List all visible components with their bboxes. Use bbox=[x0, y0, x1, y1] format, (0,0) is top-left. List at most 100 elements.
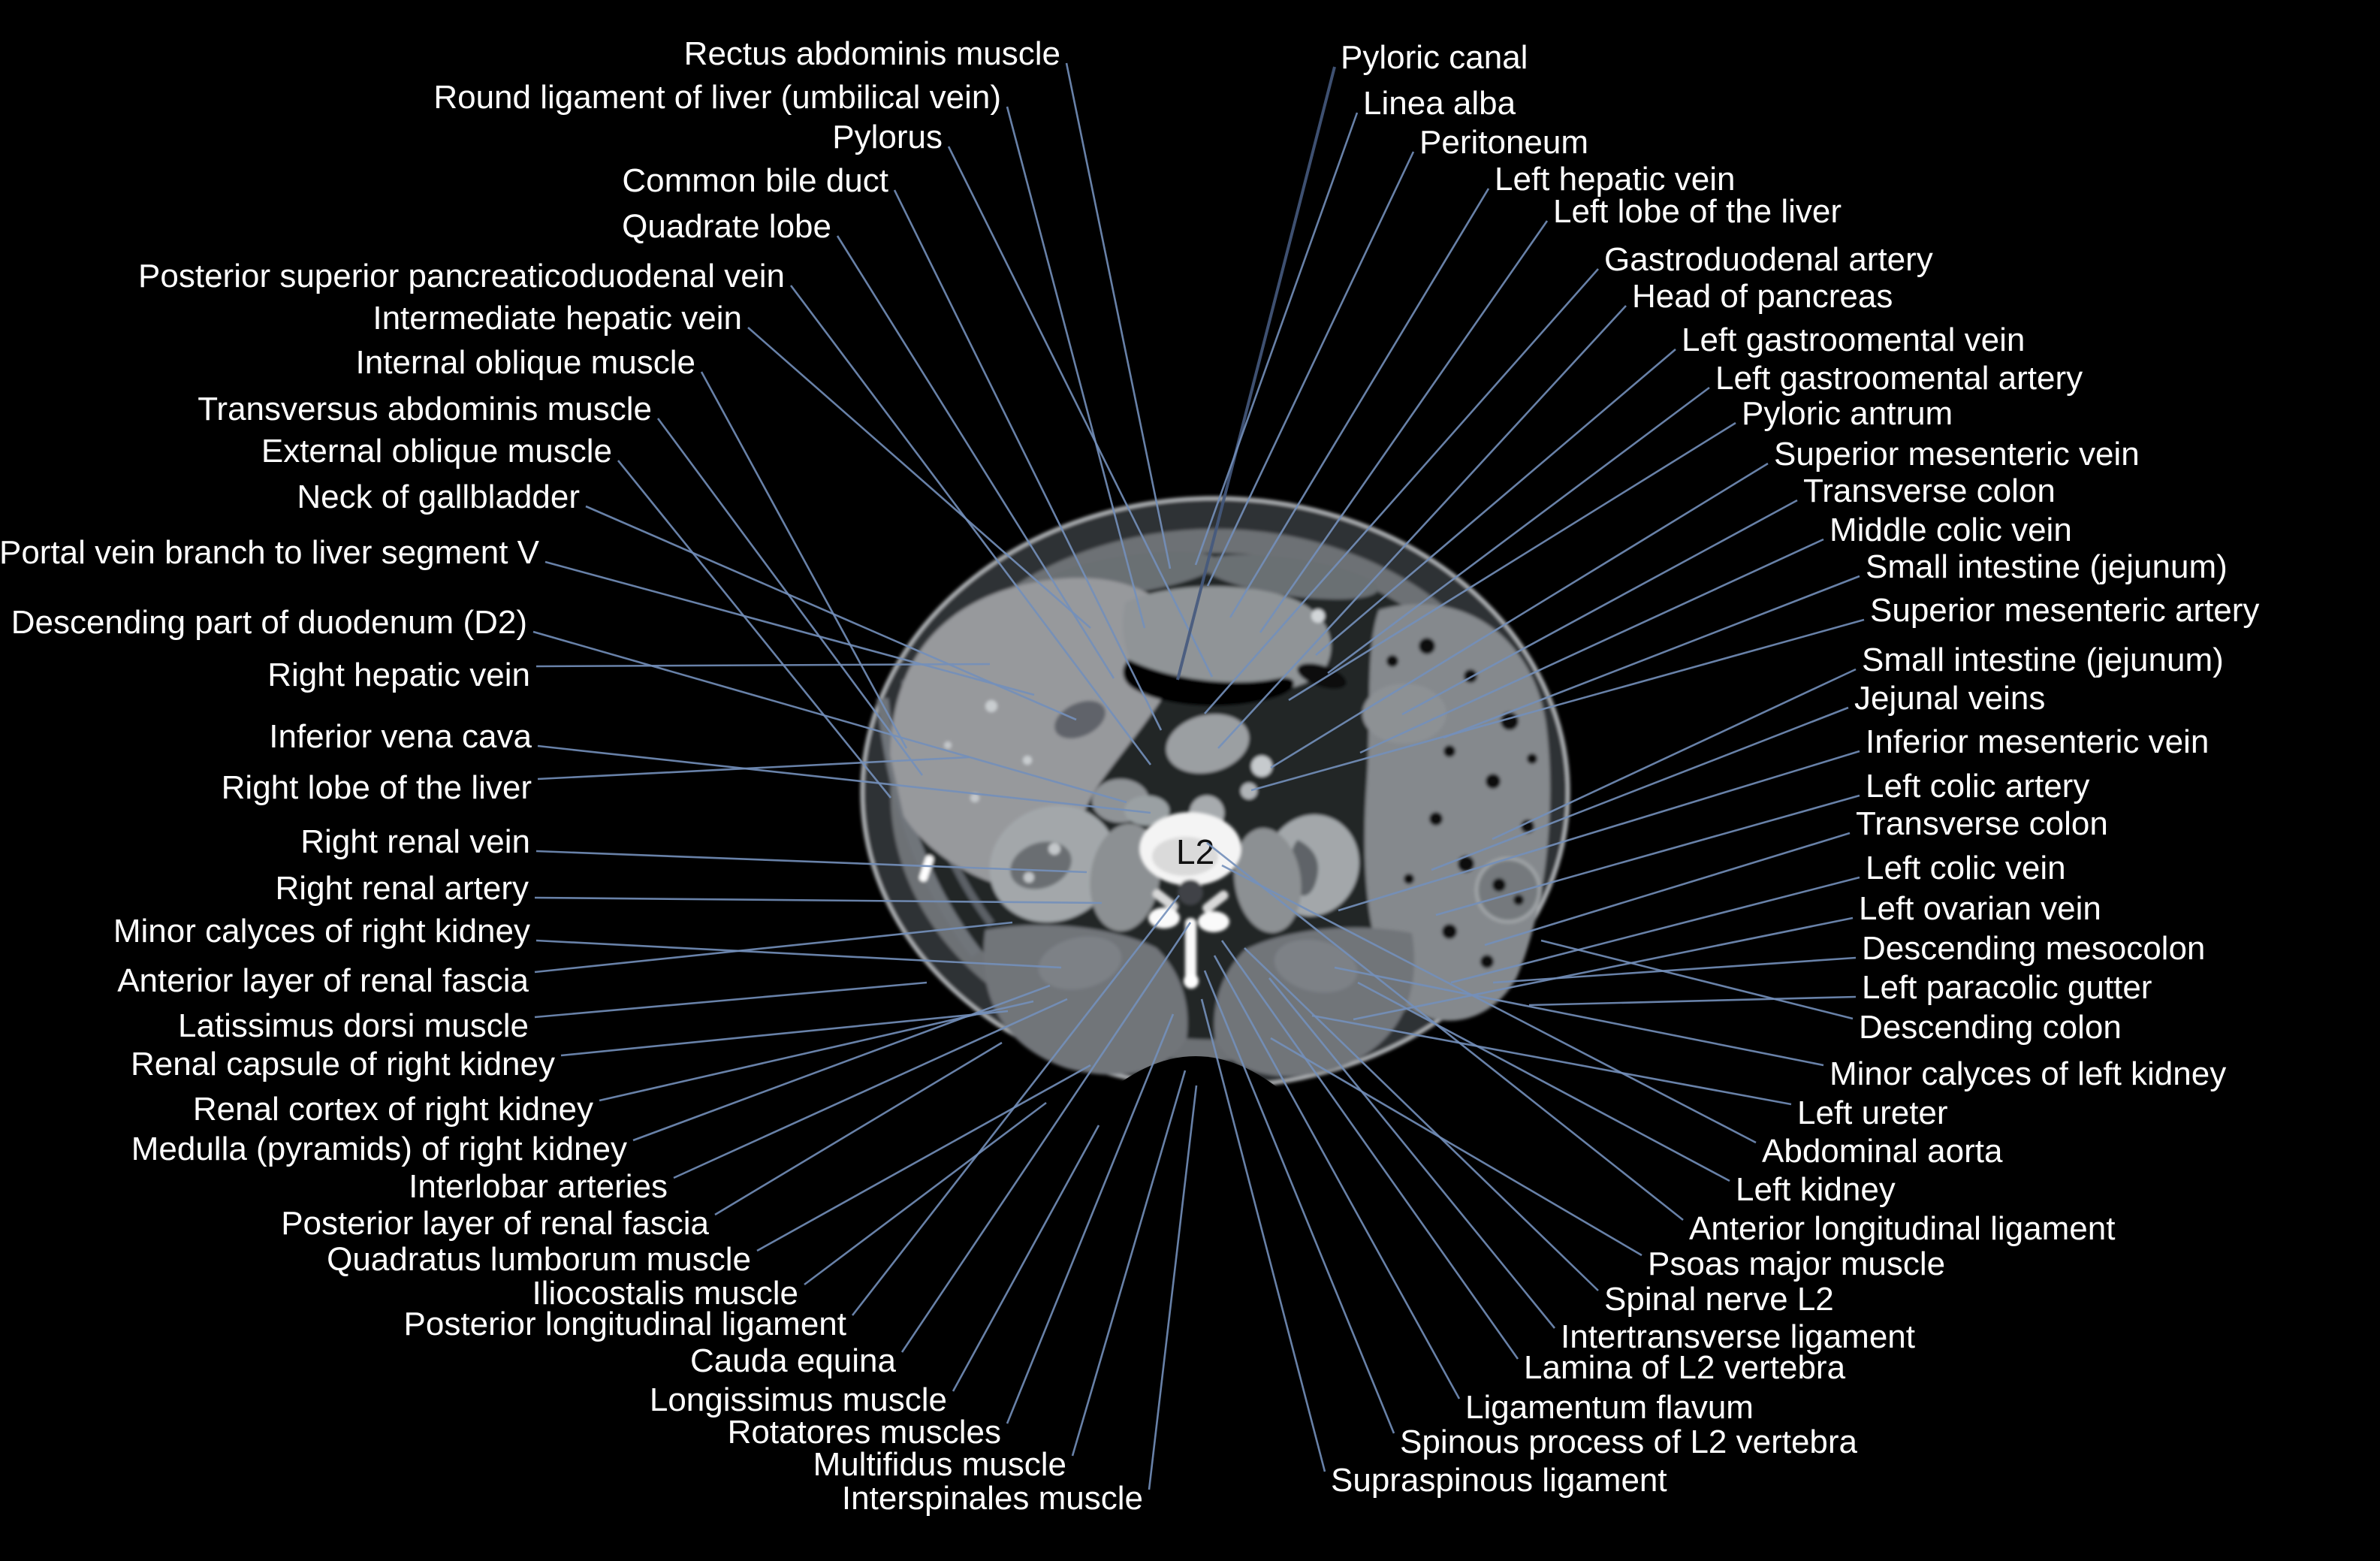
label-intermediate-hepatic-vein: Intermediate hepatic vein bbox=[373, 300, 742, 337]
leader-line bbox=[1206, 151, 1415, 587]
label-cauda-equina: Cauda equina bbox=[689, 1342, 896, 1379]
label-interlobar-arteries: Interlobar arteries bbox=[409, 1168, 668, 1205]
leader-line bbox=[1006, 1013, 1175, 1424]
label-descending-part-of-duodenum-d2: Descending part of duodenum (D2) bbox=[11, 604, 527, 641]
vertebra-l2-label: L2 bbox=[1176, 832, 1214, 871]
leader-line bbox=[900, 922, 1192, 1353]
leader-line bbox=[534, 921, 1013, 974]
leader-line bbox=[1270, 462, 1769, 769]
bottom-contour-dip bbox=[1103, 1056, 1289, 1110]
label-transverse-colon: Transverse colon bbox=[1856, 805, 2108, 842]
leader-line bbox=[537, 756, 970, 780]
leader-line bbox=[804, 1101, 1047, 1286]
label-round-ligament-of-liver-umbilical-vein: Round ligament of liver (umbilical vein) bbox=[433, 79, 1001, 116]
label-right-renal-artery: Right renal artery bbox=[275, 870, 529, 907]
leader-lines bbox=[532, 62, 1865, 1490]
label-pyloric-antrum: Pyloric antrum bbox=[1742, 395, 1953, 432]
leader-line bbox=[560, 1010, 1009, 1057]
bowel-gas-speckles bbox=[1386, 638, 1537, 968]
label-left-gastroomental-artery: Left gastroomental artery bbox=[1715, 360, 2083, 397]
label-renal-capsule-of-right-kidney: Renal capsule of right kidney bbox=[131, 1046, 555, 1082]
leader-line bbox=[1484, 832, 1851, 947]
label-minor-calyces-of-right-kidney: Minor calyces of right kidney bbox=[113, 913, 530, 950]
leader-line bbox=[789, 285, 1152, 765]
label-pylorus: Pylorus bbox=[832, 119, 943, 155]
label-jejunal-veins: Jejunal veins bbox=[1854, 680, 2046, 717]
rectus-abdominis-right bbox=[1202, 554, 1378, 599]
leader-line bbox=[952, 1125, 1100, 1392]
label-pyloric-canal: Pyloric canal bbox=[1341, 39, 1528, 76]
label-common-bile-duct: Common bile duct bbox=[622, 162, 888, 199]
label-left-kidney: Left kidney bbox=[1736, 1171, 1896, 1208]
label-abdominal-aorta: Abdominal aorta bbox=[1762, 1133, 2003, 1170]
leader-line bbox=[1229, 188, 1490, 618]
leader-line bbox=[656, 418, 924, 776]
leader-line bbox=[714, 1041, 1003, 1216]
label-minor-calyces-of-left-kidney: Minor calyces of left kidney bbox=[1829, 1055, 2227, 1092]
label-peritoneum: Peritoneum bbox=[1419, 124, 1589, 161]
leader-line bbox=[537, 744, 1151, 814]
leader-line bbox=[1450, 876, 1860, 984]
leader-line bbox=[1217, 305, 1627, 749]
label-descending-mesocolon: Descending mesocolon bbox=[1862, 930, 2206, 967]
leader-line bbox=[947, 146, 1214, 678]
gallbladder-region bbox=[1054, 700, 1106, 739]
label-renal-cortex-of-right-kidney: Renal cortex of right kidney bbox=[192, 1091, 593, 1128]
label-right-lobe-of-the-liver: Right lobe of the liver bbox=[221, 769, 532, 806]
leader-line bbox=[1540, 939, 1854, 1020]
leader-line bbox=[700, 371, 908, 749]
label-supraspinous-ligament: Supraspinous ligament bbox=[1331, 1462, 1667, 1499]
label-left-lobe-of-the-liver: Left lobe of the liver bbox=[1553, 193, 1842, 230]
leader-line bbox=[535, 939, 1062, 969]
leader-line bbox=[1338, 750, 1860, 912]
spinal-canal bbox=[1178, 880, 1203, 905]
leader-line bbox=[1401, 499, 1798, 716]
label-lamina-of-l2-vertebra: Lamina of L2 vertebra bbox=[1524, 1349, 1846, 1386]
label-posterior-superior-pancreaticoduodenal-vein: Posterior superior pancreaticoduodenal v… bbox=[138, 258, 785, 294]
label-left-ureter: Left ureter bbox=[1797, 1095, 1948, 1131]
leader-line bbox=[673, 998, 1068, 1179]
label-quadratus-lumborum-muscle: Quadratus lumborum muscle bbox=[327, 1241, 751, 1278]
leader-line bbox=[747, 327, 1091, 629]
superior-mesenteric-artery-dot bbox=[1241, 783, 1257, 799]
leader-line bbox=[836, 235, 1115, 679]
leader-line bbox=[535, 850, 1087, 874]
leader-line bbox=[1244, 947, 1599, 1291]
leader-line bbox=[1359, 538, 1824, 754]
spinous-process bbox=[1185, 918, 1196, 981]
leader-line bbox=[632, 984, 1051, 1142]
label-internal-oblique-muscle: Internal oblique muscle bbox=[355, 344, 695, 381]
leader-line bbox=[1268, 977, 1556, 1329]
label-psoas-major-muscle: Psoas major muscle bbox=[1648, 1245, 1946, 1282]
label-latissimus-dorsi-muscle: Latissimus dorsi muscle bbox=[177, 1007, 529, 1044]
erector-spinae-left bbox=[1214, 927, 1415, 1076]
label-left-colic-artery: Left colic artery bbox=[1866, 768, 2090, 805]
label-superior-mesenteric-vein: Superior mesenteric vein bbox=[1774, 436, 2140, 473]
leader-line bbox=[1528, 995, 1857, 1007]
label-intertransverse-ligament: Intertransverse ligament bbox=[1561, 1318, 1915, 1355]
label-left-paracolic-gutter: Left paracolic gutter bbox=[1862, 969, 2152, 1006]
label-medulla-pyramids-of-right-kidney: Medulla (pyramids) of right kidney bbox=[131, 1131, 627, 1167]
leader-line bbox=[1327, 386, 1710, 675]
leader-line bbox=[1311, 1014, 1792, 1106]
label-left-ovarian-vein: Left ovarian vein bbox=[1859, 890, 2101, 927]
leader-line bbox=[1357, 981, 1730, 1182]
ct-body bbox=[860, 496, 1570, 1089]
label-gastroduodenal-artery: Gastroduodenal artery bbox=[1604, 241, 1933, 278]
leader-line bbox=[1203, 970, 1395, 1434]
label-multifidus-muscle: Multifidus muscle bbox=[813, 1446, 1066, 1483]
leader-line bbox=[1006, 106, 1146, 629]
leader-line bbox=[1431, 706, 1849, 871]
label-inferior-mesenteric-vein: Inferior mesenteric vein bbox=[1866, 723, 2210, 760]
label-ligamentum-flavum: Ligamentum flavum bbox=[1465, 1389, 1754, 1426]
label-external-oblique-muscle: External oblique muscle bbox=[261, 433, 612, 470]
leader-line bbox=[1071, 1070, 1187, 1457]
leader-line bbox=[532, 630, 1127, 804]
liver-region bbox=[890, 578, 1188, 891]
pancreas-region bbox=[1166, 714, 1250, 774]
leader-line bbox=[1315, 349, 1676, 656]
quadratus-lumborum-left bbox=[1274, 939, 1358, 993]
label-left-colic-vein: Left colic vein bbox=[1866, 850, 2066, 886]
